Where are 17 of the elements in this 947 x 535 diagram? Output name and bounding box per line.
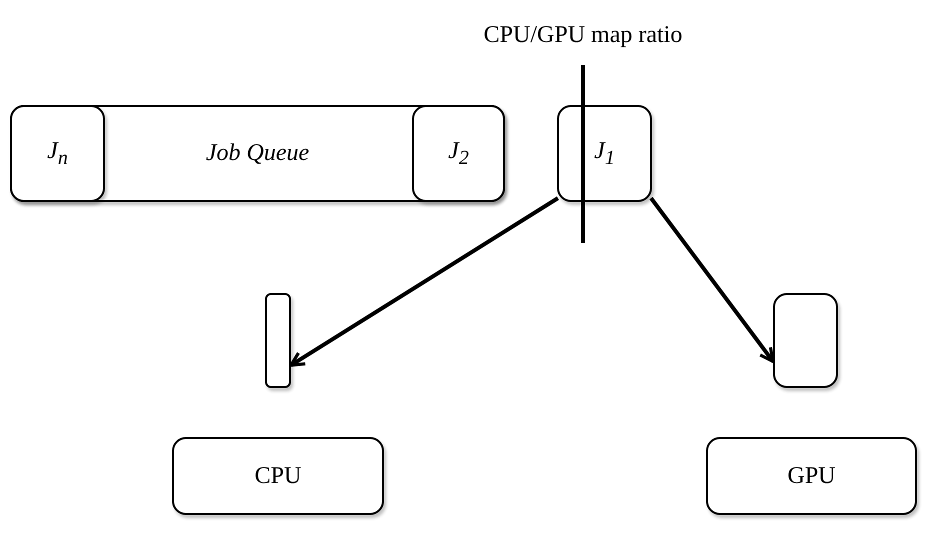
node-label: J$_{1}$: [594, 138, 615, 170]
process-box: [10, 105, 105, 202]
queue-box: [10, 105, 505, 202]
node-label: GPU: [787, 462, 836, 490]
arrow: [289, 196, 560, 367]
process-box: [706, 437, 917, 515]
process-box: [557, 105, 652, 202]
node-label: J$_{n}$: [47, 138, 68, 170]
node-label: J$_{2}$: [448, 138, 469, 170]
node-label: Job Queue: [206, 140, 310, 167]
empty-box: [773, 293, 838, 388]
ratio-label: CPU/GPU map ratio: [484, 22, 682, 49]
process-box: [172, 437, 384, 515]
arrow: [649, 196, 775, 363]
process-box: [412, 105, 505, 202]
node-label: CPU: [254, 462, 302, 490]
bar-box: [265, 293, 291, 388]
